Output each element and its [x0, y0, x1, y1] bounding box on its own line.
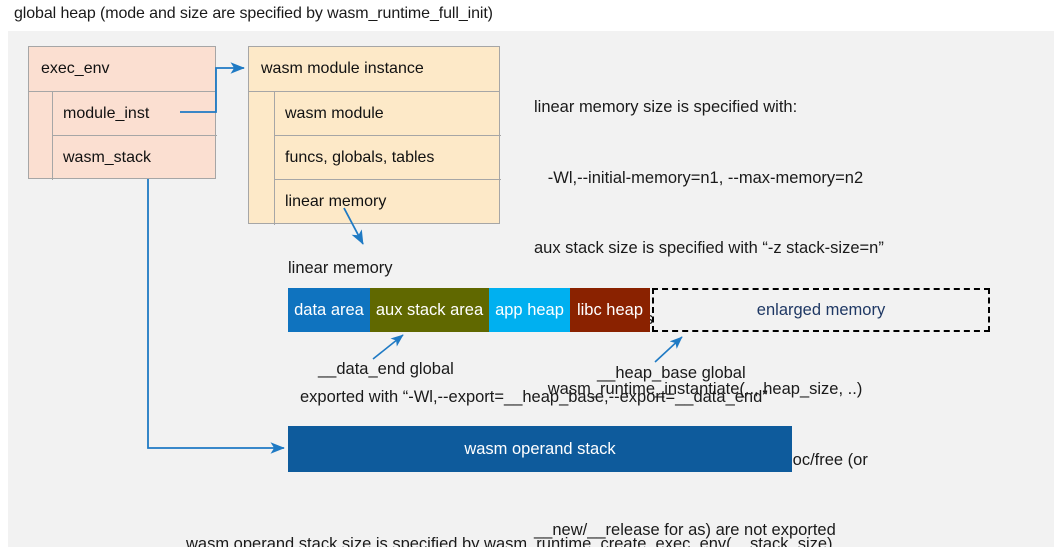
memory-segment-label: data area: [294, 300, 364, 319]
annotation-exported: exported with “-Wl,--export=__heap_base,…: [300, 388, 768, 406]
memory-segment-app-heap: app heap: [489, 288, 570, 332]
memory-segment-label: app heap: [495, 300, 564, 319]
memory-segment-libc-heap: libc heap: [570, 288, 650, 332]
wasm-operand-stack-box: wasm operand stack: [288, 426, 792, 472]
wmi-field-wasm-module: wasm module: [275, 92, 501, 136]
operand-stack-note: wasm operand stack size is specified by …: [186, 482, 833, 547]
memory-segment-label: enlarged memory: [756, 300, 886, 319]
exec-env-field-wasm-stack: wasm_stack: [63, 149, 152, 166]
wasm-module-instance-gutter: [249, 92, 275, 225]
linear-memory-label: linear memory: [288, 259, 393, 277]
wasm-module-instance-box: wasm module instance wasm module funcs, …: [248, 46, 501, 225]
page-title: global heap (mode and size are specified…: [14, 5, 493, 22]
note-line: linear memory size is specified with:: [534, 98, 798, 116]
memory-segment-data-area: data area: [288, 288, 370, 332]
wasm-module-instance-title: wasm module instance: [249, 47, 499, 92]
exec-env-box: exec_env module_inst wasm_stack: [28, 46, 217, 180]
wmi-field-linear-memory: linear memory: [285, 193, 387, 210]
memory-segment-label: libc heap: [576, 300, 644, 319]
note-line: wasm_runtime_instantiate(.., heap_size, …: [534, 380, 863, 398]
note-line: __new/__release for as) are not exported: [534, 521, 836, 539]
memory-segment-enlarged-memory: enlarged memory: [652, 288, 990, 332]
exec-env-field-module-inst: module_inst: [53, 92, 217, 136]
exec-env-gutter: [29, 92, 53, 180]
annotation-data-end: __data_end global: [318, 360, 454, 378]
memory-segment-aux-stack-area: aux stack area: [370, 288, 489, 332]
wmi-field-funcs-globals-tables: funcs, globals, tables: [275, 136, 501, 180]
exec-env-title: exec_env: [29, 47, 215, 92]
memory-segment-label: aux stack area: [375, 300, 484, 319]
bottom-note-line: wasm operand stack size is specified by …: [186, 535, 833, 547]
linear-memory-bar: data area aux stack area app heap libc heap…: [288, 288, 990, 332]
annotation-heap-base: __heap_base global: [597, 364, 746, 382]
note-line: -Wl,--initial-memory=n1, --max-memory=n2: [534, 168, 864, 187]
note-line: aux stack size is specified with “-z sta…: [534, 239, 884, 257]
